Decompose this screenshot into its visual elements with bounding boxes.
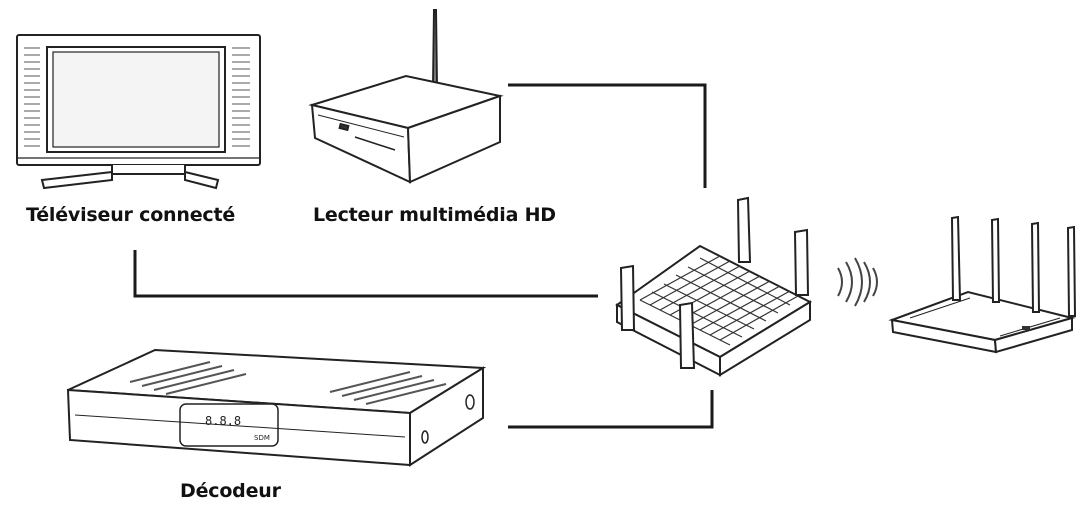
decoder-panel-text: SDM <box>254 434 270 442</box>
tv-icon <box>16 34 261 190</box>
media-player-icon <box>308 9 504 184</box>
decoder-display-digits: 8.8.8 <box>205 414 241 428</box>
wifi-signal-icon <box>837 257 878 307</box>
media-player-label: Lecteur multimédia HD <box>313 204 556 226</box>
connection-lines <box>133 83 714 429</box>
router-remote-icon <box>888 215 1077 354</box>
tv-label: Téléviseur connecté <box>26 204 236 226</box>
cable-media-to-router <box>508 83 707 188</box>
decoder-label: Décodeur <box>180 480 281 502</box>
decoder-icon <box>66 348 487 467</box>
cable-decoder-to-router <box>508 390 714 429</box>
router-main-icon <box>615 196 813 377</box>
cable-tv-to-router <box>133 250 598 298</box>
